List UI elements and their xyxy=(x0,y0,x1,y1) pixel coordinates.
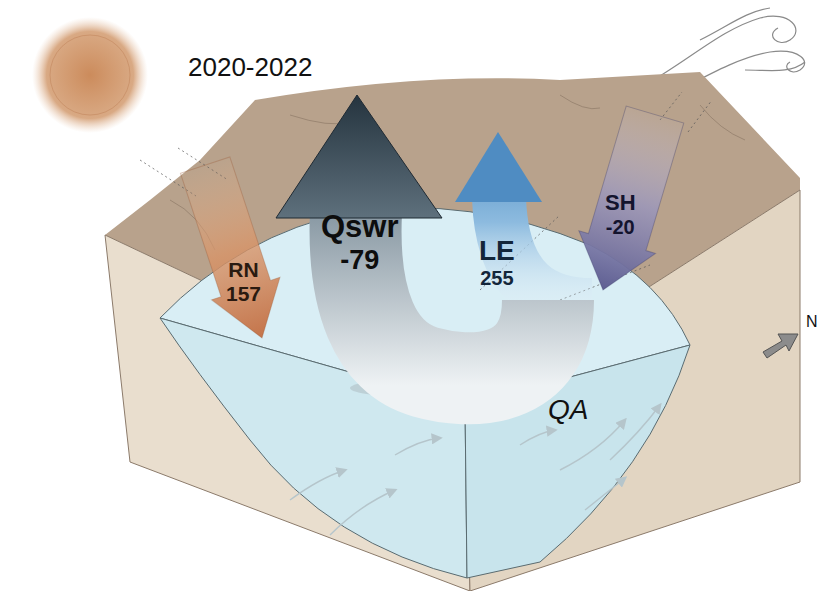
flux-name: Qswr xyxy=(321,209,399,245)
sun xyxy=(32,17,148,133)
flux-value: -20 xyxy=(605,216,636,239)
flux-label: SH-20 xyxy=(605,190,636,239)
qswr-arrow xyxy=(276,95,548,398)
flux-label: LE255 xyxy=(479,235,515,290)
flow-lines xyxy=(290,405,660,535)
compass-label: N xyxy=(806,313,818,331)
flux-name: SH xyxy=(605,190,636,216)
flux-value: 157 xyxy=(226,282,261,306)
le-arrow xyxy=(455,132,592,305)
rn-arrow xyxy=(171,154,296,349)
north-arrow xyxy=(763,334,798,358)
flux-label: QA xyxy=(548,394,588,426)
sh-arrow xyxy=(565,103,694,301)
flux-name: RN xyxy=(226,258,261,282)
flux-label: Qswr-79 xyxy=(321,209,399,276)
flux-value: 255 xyxy=(479,267,515,290)
flux-name: LE xyxy=(479,235,515,267)
flux-value: -79 xyxy=(321,245,399,276)
chart-title: 2020-2022 xyxy=(188,52,312,83)
flux-label: RN157 xyxy=(226,258,261,306)
